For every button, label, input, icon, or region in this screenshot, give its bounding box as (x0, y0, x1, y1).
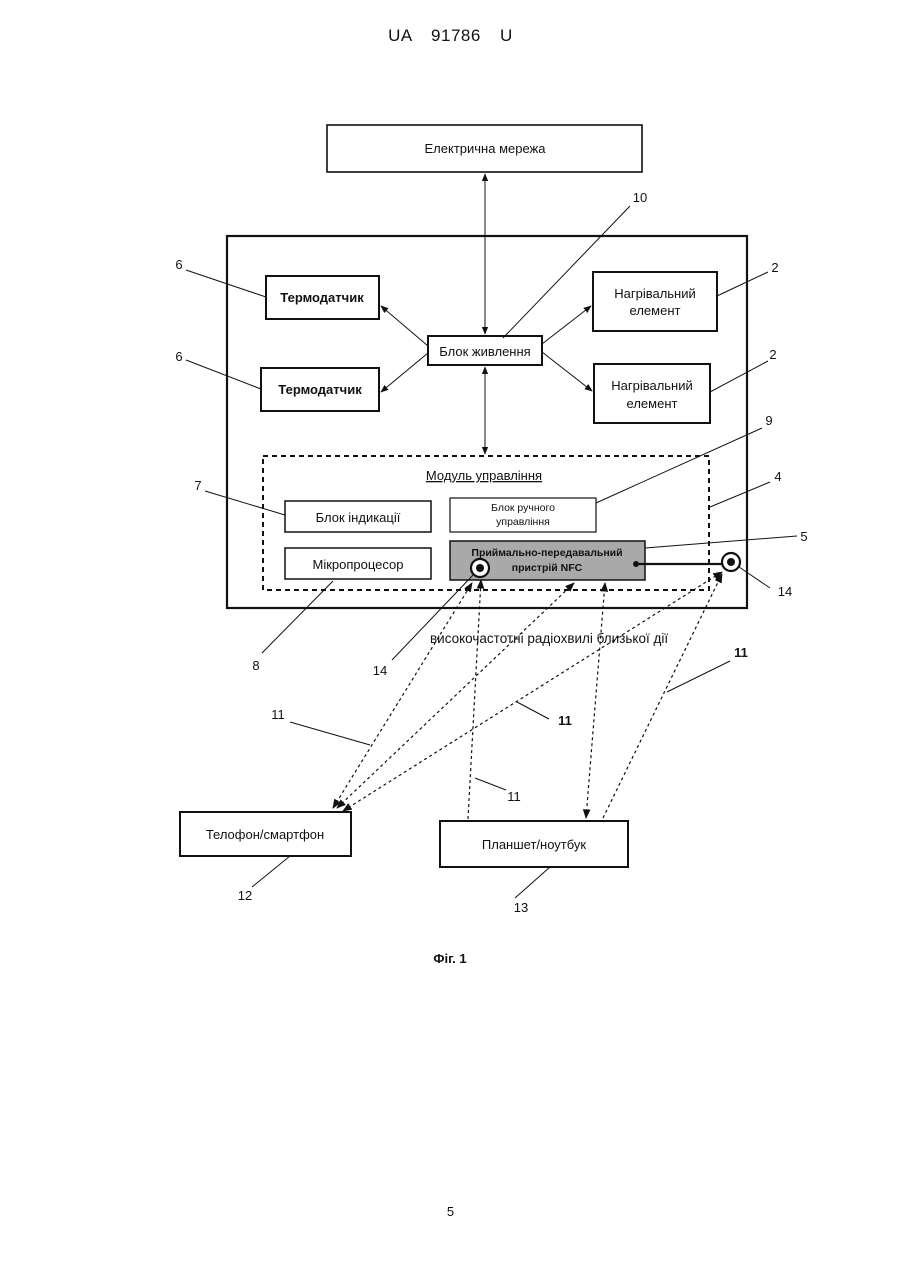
ref-11-mid: 11 (558, 713, 572, 728)
ref-13: 13 (514, 900, 528, 915)
power-thermo2-arrow (381, 353, 428, 392)
control-module-title: Модуль управління (426, 468, 542, 483)
wave-tablet-antenna-right (603, 574, 722, 818)
ref-14-left: 14 (373, 663, 387, 678)
thermo-sensor-2-label: Термодатчик (278, 382, 362, 397)
heating-element-1-label-2: елемент (630, 303, 681, 318)
heating-element-2 (594, 364, 710, 423)
wave-phone-antenna-left (333, 583, 472, 808)
manual-control-label-2: управління (496, 516, 550, 528)
heating-element-2-label-1: Нагрівальний (611, 378, 693, 393)
ref-9: 9 (765, 413, 772, 428)
power-thermo1-arrow (381, 306, 428, 346)
grid-label: Електрична мережа (425, 141, 547, 156)
ref-5: 5 (800, 529, 807, 544)
power-heater2-arrow (542, 352, 592, 391)
nfc-transceiver-label-2: пристрій NFC (512, 562, 583, 574)
ref-11-left: 11 (271, 707, 285, 722)
microprocessor-label: Мікропроцесор (313, 557, 404, 572)
indication-block-label: Блок індикації (316, 510, 401, 525)
ref-2-top: 2 (771, 260, 778, 275)
heating-element-1-label-1: Нагрівальний (614, 286, 696, 301)
ref-6-bottom: 6 (175, 349, 182, 364)
heating-element-1 (593, 272, 717, 331)
ref-8: 8 (252, 658, 259, 673)
heating-element-2-label-2: елемент (627, 396, 678, 411)
power-heater1-arrow (542, 306, 591, 344)
ref-6-top: 6 (175, 257, 182, 272)
ref-11-right: 11 (734, 645, 748, 660)
ref-12: 12 (238, 888, 252, 903)
nfc-transceiver-label-1: Приймально-передавальний (471, 547, 622, 559)
ref-11-lower: 11 (507, 789, 521, 804)
ref-2-bottom: 2 (769, 347, 776, 362)
phone-label: Телофон/смартфон (206, 827, 324, 842)
nfc-antenna-left-dot (476, 564, 484, 572)
ref-7: 7 (194, 478, 201, 493)
radio-waves-label: високочастотні радіохвилі близької дії (430, 631, 668, 646)
wave-phone-nfc (337, 583, 574, 808)
ref-14-right: 14 (778, 584, 792, 599)
page-number: 5 (0, 1204, 901, 1219)
ref-4: 4 (774, 469, 781, 484)
figure-caption: Фіг. 1 (433, 951, 466, 966)
nfc-antenna-right-dot (727, 558, 735, 566)
power-block-label: Блок живлення (439, 344, 530, 359)
wave-tablet-antenna-left (468, 580, 481, 819)
manual-control-label-1: Блок ручного (491, 502, 555, 514)
tablet-label: Планшет/ноутбук (482, 837, 587, 852)
wave-tablet-nfc (586, 583, 605, 818)
thermo-sensor-1-label: Термодатчик (280, 290, 364, 305)
ref-10: 10 (633, 190, 647, 205)
